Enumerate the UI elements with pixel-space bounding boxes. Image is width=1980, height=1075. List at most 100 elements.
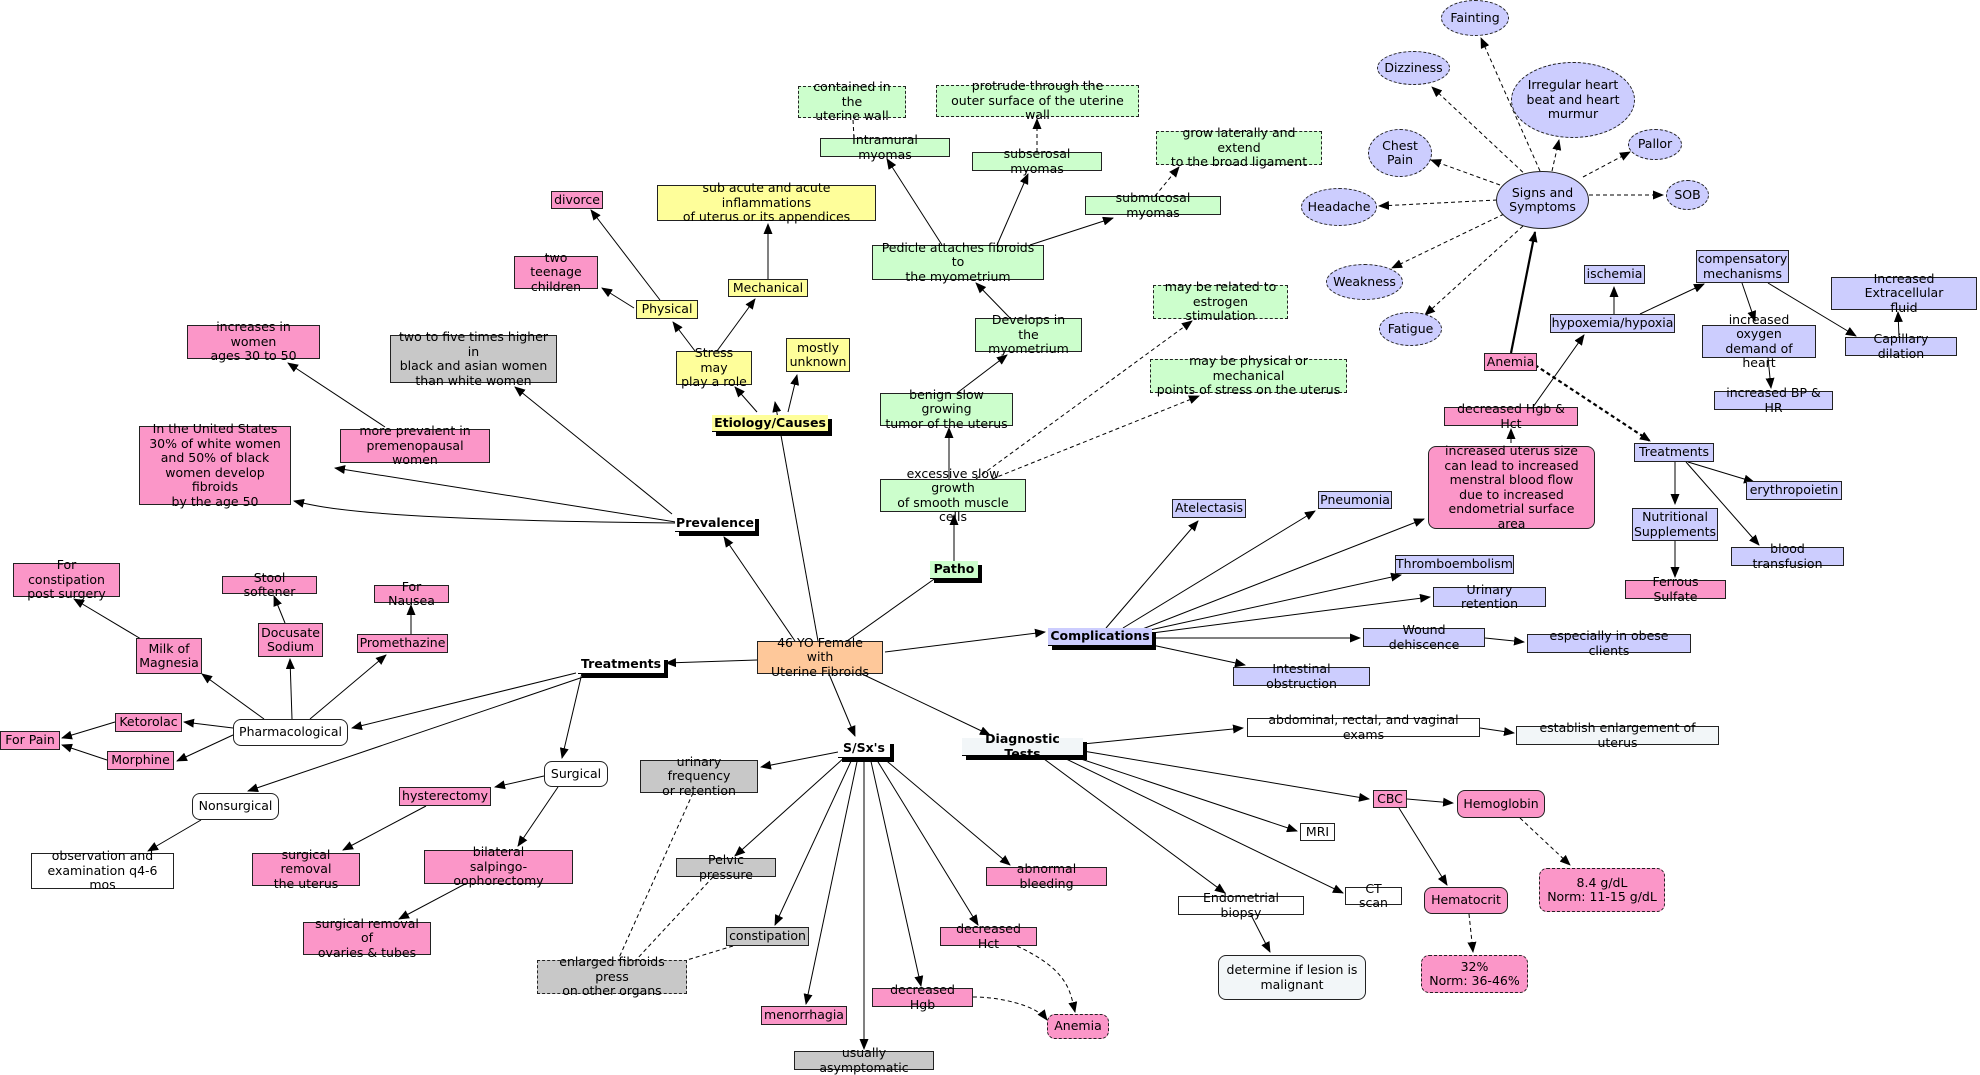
connector-41 <box>61 743 108 761</box>
node-hgb_val: 8.4 g/dL Norm: 11-15 g/dL <box>1539 868 1665 912</box>
node-nonsurg: Nonsurgical <box>192 793 279 820</box>
node-treat2: Treatments <box>1634 443 1714 462</box>
node-comp_t: Complications <box>1048 628 1152 646</box>
node-bphr: increased BP & HR <box>1714 385 1833 414</box>
node-benign: benign slow growing tumor of the uterus <box>880 387 1013 431</box>
connector-72 <box>1105 520 1199 629</box>
connector-53 <box>869 756 924 987</box>
connector-56 <box>617 792 694 961</box>
connector-55 <box>881 756 1011 866</box>
connector-45 <box>73 598 142 640</box>
connector-0 <box>723 536 796 642</box>
node-biopsy: Endometrial biopsy <box>1178 890 1304 919</box>
connector-12 <box>787 374 800 413</box>
node-morphine: Morphine <box>107 751 174 770</box>
connector-13 <box>672 321 696 352</box>
connector-82 <box>1532 334 1585 408</box>
connector-91 <box>1687 461 1755 484</box>
connector-25 <box>852 119 855 139</box>
node-dechgbhct: decreased Hgb & Hct <box>1444 401 1578 430</box>
node-nausea: For Nausea <box>374 579 449 608</box>
connector-24 <box>1029 216 1114 246</box>
connector-64 <box>1071 755 1298 833</box>
node-hemoglobin: Hemoglobin <box>1457 790 1545 818</box>
node-atelect: Atelectasis <box>1172 499 1246 518</box>
node-pneum: Pneumonia <box>1318 491 1392 509</box>
node-establish: establish enlargement of uterus <box>1516 720 1719 749</box>
node-inflam: sub acute and acute inflammations of ute… <box>657 181 876 224</box>
node-menorrhagia: menorrhagia <box>761 1006 847 1025</box>
node-dechgb: decreased Hgb <box>872 982 973 1011</box>
connector-22 <box>886 158 943 246</box>
connector-59 <box>972 996 1048 1021</box>
connector-63 <box>1082 750 1370 802</box>
connector-lines <box>61 37 1903 1050</box>
node-abnormal: abnormal bleeding <box>986 861 1107 890</box>
node-urinret: Urinary retention <box>1433 582 1546 611</box>
node-patho_t: Patho <box>930 561 978 579</box>
node-us: In the United States 30% of white women … <box>139 421 291 508</box>
node-intramural: Intramural myomas <box>820 132 950 161</box>
node-abdominal: abdominal, rectal, and vaginal exams <box>1247 712 1480 741</box>
node-enlarged: enlarged fibroids press on other organs <box>537 955 687 998</box>
node-ischemia: ischemia <box>1584 265 1645 284</box>
connector-89 <box>1893 311 1903 338</box>
node-ages: increases in women ages 30 to 50 <box>187 320 320 363</box>
connector-10 <box>514 386 673 515</box>
connector-32 <box>247 672 596 793</box>
connector-44 <box>309 654 387 720</box>
connector-49 <box>734 756 846 857</box>
node-constip: constipation <box>726 927 809 946</box>
connector-50 <box>774 756 854 926</box>
node-hypox: hypoxemia/hypoxia <box>1550 314 1675 333</box>
node-increased_ut: increased uterus size can lead to increa… <box>1428 443 1595 530</box>
connector-35 <box>342 805 427 851</box>
node-estrogen: may be related to estrogen stimulation <box>1153 280 1288 323</box>
connector-96 <box>1551 139 1562 172</box>
node-dechct: decreased Hct <box>940 921 1037 950</box>
connector-86 <box>1741 282 1757 322</box>
connector-75 <box>1149 572 1402 631</box>
node-extracell: Increased Extracellular fluid <box>1831 271 1977 315</box>
node-subserosal: subserosal myomas <box>972 146 1102 175</box>
node-laterally: grow laterally and extend to the broad l… <box>1156 126 1322 169</box>
connector-30 <box>351 672 577 730</box>
node-ketorolac: Ketorolac <box>115 713 182 732</box>
node-stress: Stress may play a role <box>676 346 752 389</box>
node-pharm: Pharmacological <box>233 719 348 746</box>
node-pedicle: Pedicle attaches fibroids to the myometr… <box>872 240 1044 284</box>
connector-62 <box>1479 727 1515 736</box>
connector-66 <box>1039 755 1226 894</box>
node-oxygen: increased oxygen demand of heart <box>1702 312 1816 370</box>
connector-87 <box>1767 282 1857 337</box>
node-chest: Chest Pain <box>1368 129 1432 177</box>
node-develops: Develops in the myometrium <box>975 313 1082 356</box>
node-diag_t: Diagnostic Tests <box>962 731 1083 760</box>
connector-17 <box>590 209 661 301</box>
connector-5 <box>828 673 856 737</box>
connector-38 <box>183 718 234 729</box>
node-determine: determine if lesion is malignant <box>1218 955 1366 1000</box>
node-asympt: usually asymptomatic <box>794 1045 934 1074</box>
connector-92 <box>1685 461 1760 546</box>
connector-57 <box>635 876 714 961</box>
node-pallor: Pallor <box>1628 129 1682 160</box>
node-fainting: Fainting <box>1441 0 1509 36</box>
node-wound: Wound dehiscence <box>1363 622 1485 651</box>
node-prem: more prevalent in premenopausal women <box>340 424 490 467</box>
node-transfusion: blood transfusion <box>1731 541 1844 570</box>
connector-60 <box>1016 945 1078 1013</box>
node-intestinal: Intestinal obstruction <box>1233 661 1370 690</box>
connector-74 <box>1139 518 1425 631</box>
node-ssx_t: S/Sx's <box>838 740 890 758</box>
node-constipation_ps: For constipation post surgery <box>13 558 120 601</box>
connector-29 <box>991 395 1200 480</box>
connector-54 <box>874 756 979 926</box>
node-excess: excessive slow growth of smooth muscle c… <box>880 466 1026 524</box>
connector-36 <box>517 786 559 847</box>
node-mri: MRI <box>1300 823 1335 841</box>
connector-8 <box>293 498 676 524</box>
node-hematocrit: Hematocrit <box>1424 887 1508 914</box>
node-forpain: For Pain <box>0 731 60 750</box>
connector-37 <box>398 883 466 920</box>
